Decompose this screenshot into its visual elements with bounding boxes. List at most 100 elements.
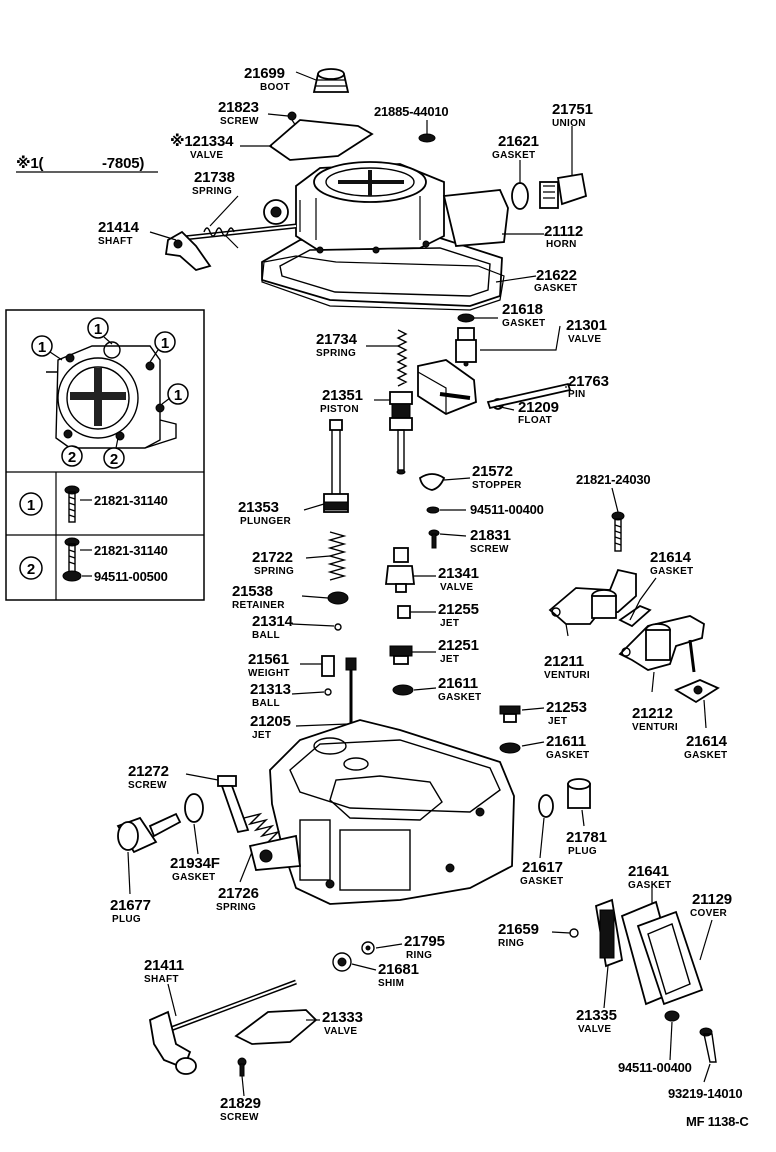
svg-text:21614: 21614 (686, 733, 728, 750)
inset-row-2-key: 2 (19, 556, 43, 580)
throttle-shaft-shape (148, 979, 297, 1075)
svg-text:21734: 21734 (316, 331, 358, 348)
svg-text:21722: 21722 (252, 549, 293, 566)
svg-text:1: 1 (94, 321, 102, 338)
svg-text:VENTURI: VENTURI (544, 670, 590, 681)
svg-text:21313: 21313 (250, 681, 291, 698)
throttle-valve-shape (234, 1009, 318, 1045)
gasket-union-shape (511, 182, 529, 210)
venturi-1-shape (548, 568, 637, 625)
svg-text:SHAFT: SHAFT (144, 974, 179, 985)
svg-text:HORN: HORN (546, 239, 577, 250)
svg-text:21572: 21572 (472, 463, 513, 480)
svg-text:SPRING: SPRING (316, 348, 356, 359)
svg-text:2: 2 (27, 561, 35, 578)
header-note-range: -7805) (102, 155, 144, 172)
svg-text:SCREW: SCREW (220, 1112, 259, 1123)
svg-text:21617: 21617 (522, 859, 563, 876)
svg-text:PLUNGER: PLUNGER (240, 516, 291, 527)
svg-text:21821-24030: 21821-24030 (576, 472, 650, 487)
label-screw-venturi: 21821-24030 (576, 472, 651, 487)
svg-text:VALVE: VALVE (440, 582, 473, 593)
svg-text:SPRING: SPRING (192, 186, 232, 197)
svg-text:BALL: BALL (252, 630, 280, 641)
washer-bottom-shape (664, 1010, 680, 1022)
svg-text:21885-44010: 21885-44010 (374, 104, 448, 119)
svg-text:RING: RING (498, 938, 524, 949)
inset-row-2-screw-icon (62, 537, 82, 582)
svg-text:GASKET: GASKET (520, 876, 563, 887)
svg-text:21538: 21538 (232, 583, 273, 600)
ball-21314-shape (334, 623, 342, 631)
screw-bottom-shape (699, 1027, 717, 1063)
svg-text:21255: 21255 (438, 601, 479, 618)
valve-plate-shape (268, 119, 374, 161)
label-washer-bottom: 94511-00400 (618, 1060, 692, 1075)
svg-text:21829: 21829 (220, 1095, 261, 1112)
svg-text:VALVE: VALVE (568, 334, 601, 345)
svg-text:94511-00400: 94511-00400 (618, 1060, 692, 1075)
svg-text:GASKET: GASKET (534, 283, 577, 294)
inset-callout-1c: 1 (154, 331, 176, 353)
union-shape (539, 172, 588, 209)
svg-text:GASKET: GASKET (628, 880, 671, 891)
svg-text:FLOAT: FLOAT (518, 415, 552, 426)
spring-21726-shape (243, 812, 281, 843)
svg-text:JET: JET (440, 654, 459, 665)
cover-shape (636, 910, 704, 1006)
shim-shape (332, 952, 352, 972)
svg-text:21335: 21335 (576, 1007, 617, 1024)
screw-21829-shape (237, 1057, 247, 1077)
weight-shape (321, 655, 335, 677)
plunger-spring-shape (327, 531, 347, 581)
svg-text:21351: 21351 (322, 387, 363, 404)
svg-text:21823: 21823 (218, 99, 259, 116)
svg-text:21341: 21341 (438, 565, 479, 582)
svg-text:21621: 21621 (498, 133, 539, 150)
svg-text:PISTON: PISTON (320, 404, 359, 415)
svg-text:21641: 21641 (628, 863, 669, 880)
svg-text:21738: 21738 (194, 169, 235, 186)
svg-text:SCREW: SCREW (470, 544, 509, 555)
gasket-venturi-1-shape (618, 604, 652, 628)
svg-text:GASKET: GASKET (650, 566, 693, 577)
svg-text:BOOT: BOOT (260, 82, 290, 93)
inset-callout-1b: 1 (87, 317, 109, 339)
svg-text:21611: 21611 (438, 675, 478, 692)
svg-text:21212: 21212 (632, 705, 673, 722)
inset-callout-2b: 2 (103, 447, 125, 469)
svg-text:21831: 21831 (470, 527, 511, 544)
svg-text:VALVE: VALVE (578, 1024, 611, 1035)
gasket-needle-shape (457, 313, 475, 323)
jet-21251-shape (389, 645, 413, 665)
svg-text:21781: 21781 (566, 829, 607, 846)
svg-text:21211: 21211 (544, 653, 584, 670)
inset-bore-outer (57, 357, 139, 439)
